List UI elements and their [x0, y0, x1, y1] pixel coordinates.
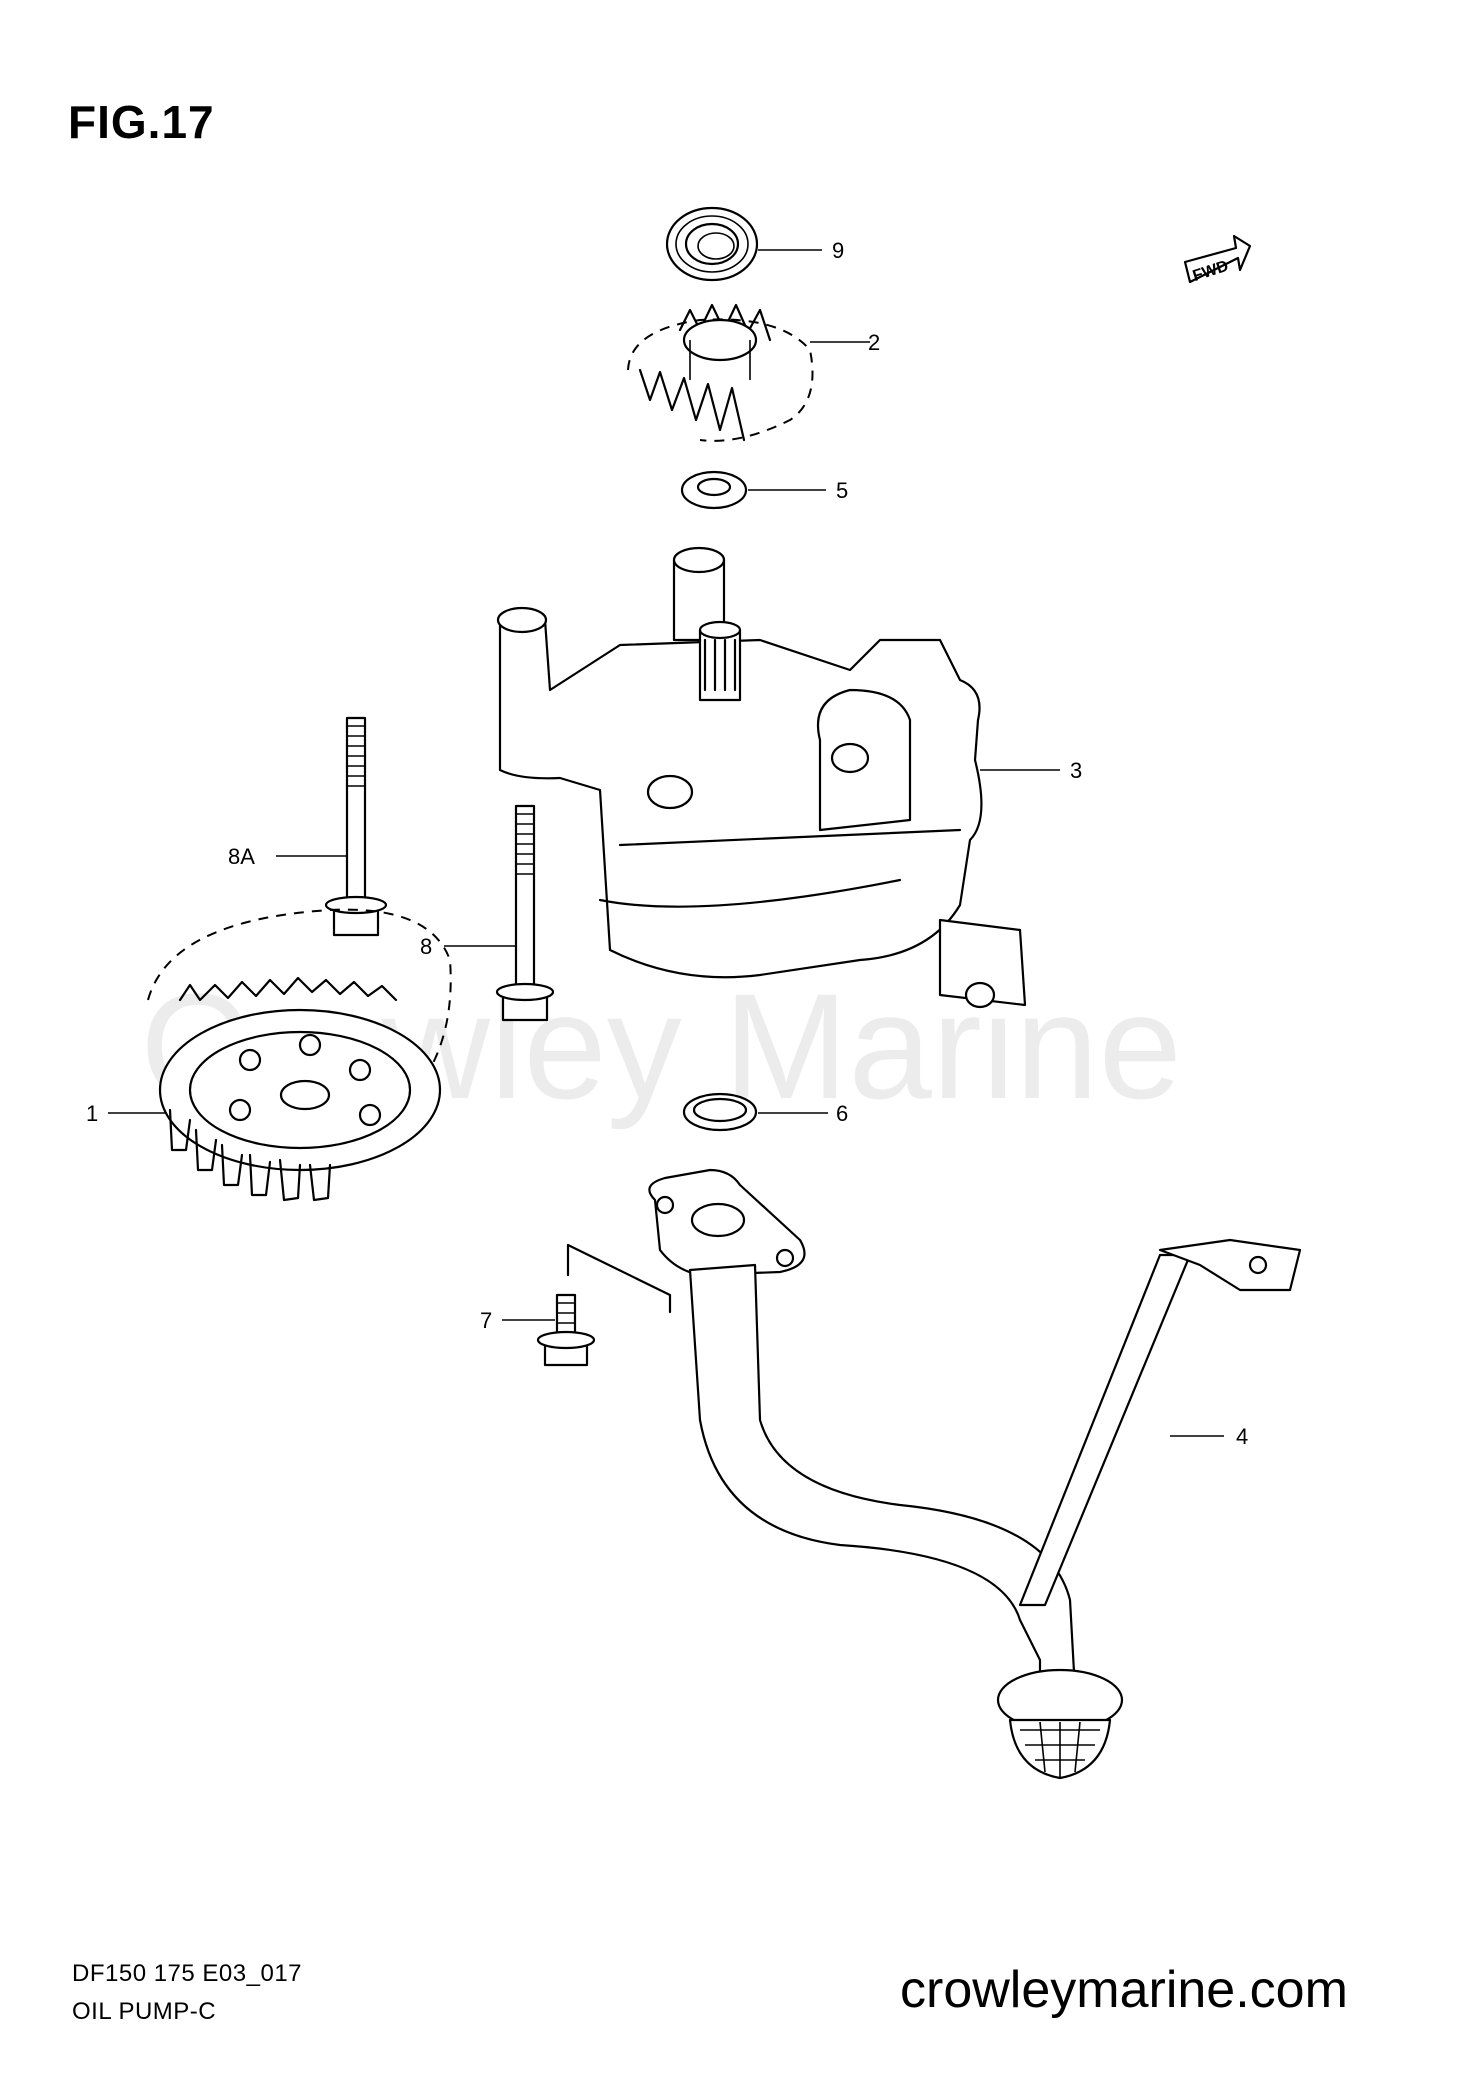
callout-1: 1	[86, 1101, 98, 1126]
part-3-oil-pump-body	[496, 546, 1027, 1009]
diagram-caption: OIL PUMP-C	[72, 1998, 217, 2025]
part-6-o-ring	[682, 1092, 758, 1132]
part-7-bolt	[536, 1293, 596, 1367]
part-8A-bolt	[324, 716, 388, 937]
diagram-code: DF150 175 E03_017	[72, 1960, 303, 1987]
callout-4: 4	[1236, 1424, 1248, 1449]
callout-2: 2	[868, 330, 880, 355]
website-footer: crowleymarine.com	[900, 1961, 1348, 2019]
callout-8A: 8A	[228, 844, 255, 869]
figure-title: FIG.17	[68, 96, 215, 148]
callout-7: 7	[480, 1308, 492, 1333]
callout-9: 9	[832, 238, 844, 263]
callout-8: 8	[420, 934, 432, 959]
callout-6: 6	[836, 1101, 848, 1126]
part-2-gear	[627, 303, 814, 442]
callout-3: 3	[1070, 758, 1082, 783]
part-1-drive-gear	[147, 908, 452, 1202]
fwd-arrow-icon: FWD	[1183, 234, 1252, 285]
part-8-bolt	[495, 804, 555, 1022]
part-9-bearing	[665, 206, 759, 282]
part-4-oil-strainer	[648, 1168, 1302, 1780]
assembly-guide-line	[566, 1243, 672, 1314]
callout-5: 5	[836, 478, 848, 503]
part-5-washer	[680, 470, 748, 510]
